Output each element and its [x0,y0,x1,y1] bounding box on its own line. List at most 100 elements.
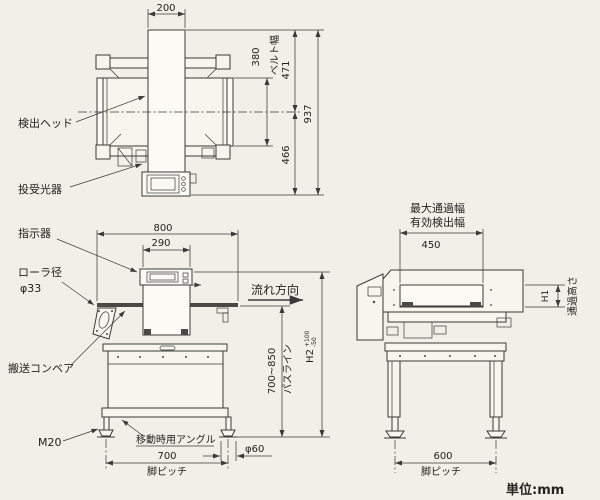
mount-bracket [496,317,512,328]
label-conveyor: 搬送コンベア [8,310,126,375]
head-foot [144,329,151,335]
pass-height-label: 通過高さ [566,276,579,316]
effective-detect-width-label: 有効検出幅 [410,215,465,229]
detection-head-front [139,268,201,336]
machine-body-side [356,269,524,341]
panel-button [182,278,189,284]
foot-screw [492,416,500,432]
rail-end-cap [215,144,231,160]
dim-text-471: 471 [281,60,292,79]
sensor-bracket [201,147,215,159]
display-screen [150,177,176,191]
emitter-receiver-label: 投受光器 [18,182,62,196]
display-bezel [146,174,180,194]
panel-button [182,272,189,278]
dim-text-380: 380 [251,47,262,66]
dim-head-width: 290 [142,238,191,267]
dim-text-466: 466 [281,145,292,164]
dim-text-450: 450 [421,240,440,251]
detection-head-label: 検出ヘッド [18,116,73,130]
unit-note: 単位:mm [506,482,564,498]
dim-text-passline-height: 700~850 [267,348,278,395]
front-view: 800 290 700 脚ピッチ φ60 700~850 [8,223,330,478]
indicator-housing [141,171,191,197]
foot-screw [225,416,232,431]
foot-pad [486,430,506,438]
dim-text-937: 937 [303,104,314,123]
moving-angle-bar [101,407,229,418]
mount-bracket [386,326,399,336]
photo-sensor-bracket [135,149,147,163]
dim-opening-width: 最大通過幅 有効検出幅 450 [399,201,484,283]
leg-pitch-label: 脚ピッチ [147,465,187,478]
dim-leg-pitch-side: 600 脚ピッチ [395,451,496,478]
handle-slot [159,345,176,351]
roller-bracket [92,307,117,340]
dim-text-h2-tol-minus: -50 [311,337,318,347]
roller-dia-value: φ33 [20,282,41,295]
dim-text-700: 700 [157,451,176,462]
indicator-label: 指示器 [18,226,51,240]
m20-label: M20 [38,436,62,449]
side-view: 最大通過幅 有効検出幅 450 H1 通過高さ 600 脚ピッチ [356,201,579,478]
rail-end-cap [95,144,111,160]
drive-unit [403,321,433,339]
label-indicator: 指示器 [18,226,138,273]
rail-end-cap [95,54,111,70]
panel-button [181,187,186,192]
pass-line-label: パスライン [282,344,294,394]
label-foot-thread: M20 [38,428,99,449]
dim-text-290: 290 [151,238,170,249]
dim-text-800: 800 [153,223,172,234]
foot-pad [98,429,114,437]
dim-overall-length: 800 [96,223,239,301]
stand-front [97,343,237,438]
foot-screw [391,416,399,432]
tunnel-opening [399,284,484,308]
panel-button [181,181,186,187]
display-screen [367,286,382,297]
dim-leg-pitch-front: 700 脚ピッチ [106,451,228,478]
flow-direction-label: 流れ方向 [251,282,299,297]
dim-overall-height: H2 +100 -50 [194,271,330,437]
photo-sensor-bracket [117,147,133,167]
dim-text-phi60: φ60 [245,444,264,455]
panel-button [181,176,186,181]
display-bezel [146,271,179,283]
dim-pass-height: H1 通過高さ [525,276,579,316]
dim-text-h2: H2 [305,349,316,363]
head-foot [470,302,481,307]
head-body [142,284,191,336]
mount-bracket [433,325,447,335]
infeed-roller-assembly [92,307,117,340]
leg-pitch-label: 脚ピッチ [421,465,461,478]
stand-side [384,342,507,473]
label-emitter-receiver: 投受光器 [18,163,143,196]
detection-head-column [147,29,186,173]
indicator-box-side [356,273,384,341]
foot-pad [220,429,236,437]
belt-width-label: ベルト幅 [268,35,281,75]
conveyor-label: 搬送コンベア [8,361,74,375]
foot-pad [385,430,405,438]
stand-top-plate [384,342,507,352]
head-foot [181,329,188,335]
label-detection-head: 検出ヘッド [18,95,146,130]
dim-text-h1: H1 [541,290,551,303]
dim-text-200: 200 [156,3,175,14]
dim-right-stack: 380 ベルト幅 471 466 937 [186,29,324,196]
connector-tab [189,173,197,184]
dim-pass-line: 700~850 パスライン [237,305,330,438]
max-pass-width-label: 最大通過幅 [410,201,465,215]
indicator-box-plan [141,171,197,197]
roller-dia-label: ローラ径 [18,266,62,279]
conveyor-frame-side [387,311,507,323]
stand-frame [107,350,224,409]
foot-screw [103,416,110,431]
panel-button [372,300,376,304]
stand-rail [386,350,505,362]
dim-text-h2-tol-plus: +100 [304,330,311,347]
rail-end-cap [215,54,231,70]
head-foot [402,302,413,307]
